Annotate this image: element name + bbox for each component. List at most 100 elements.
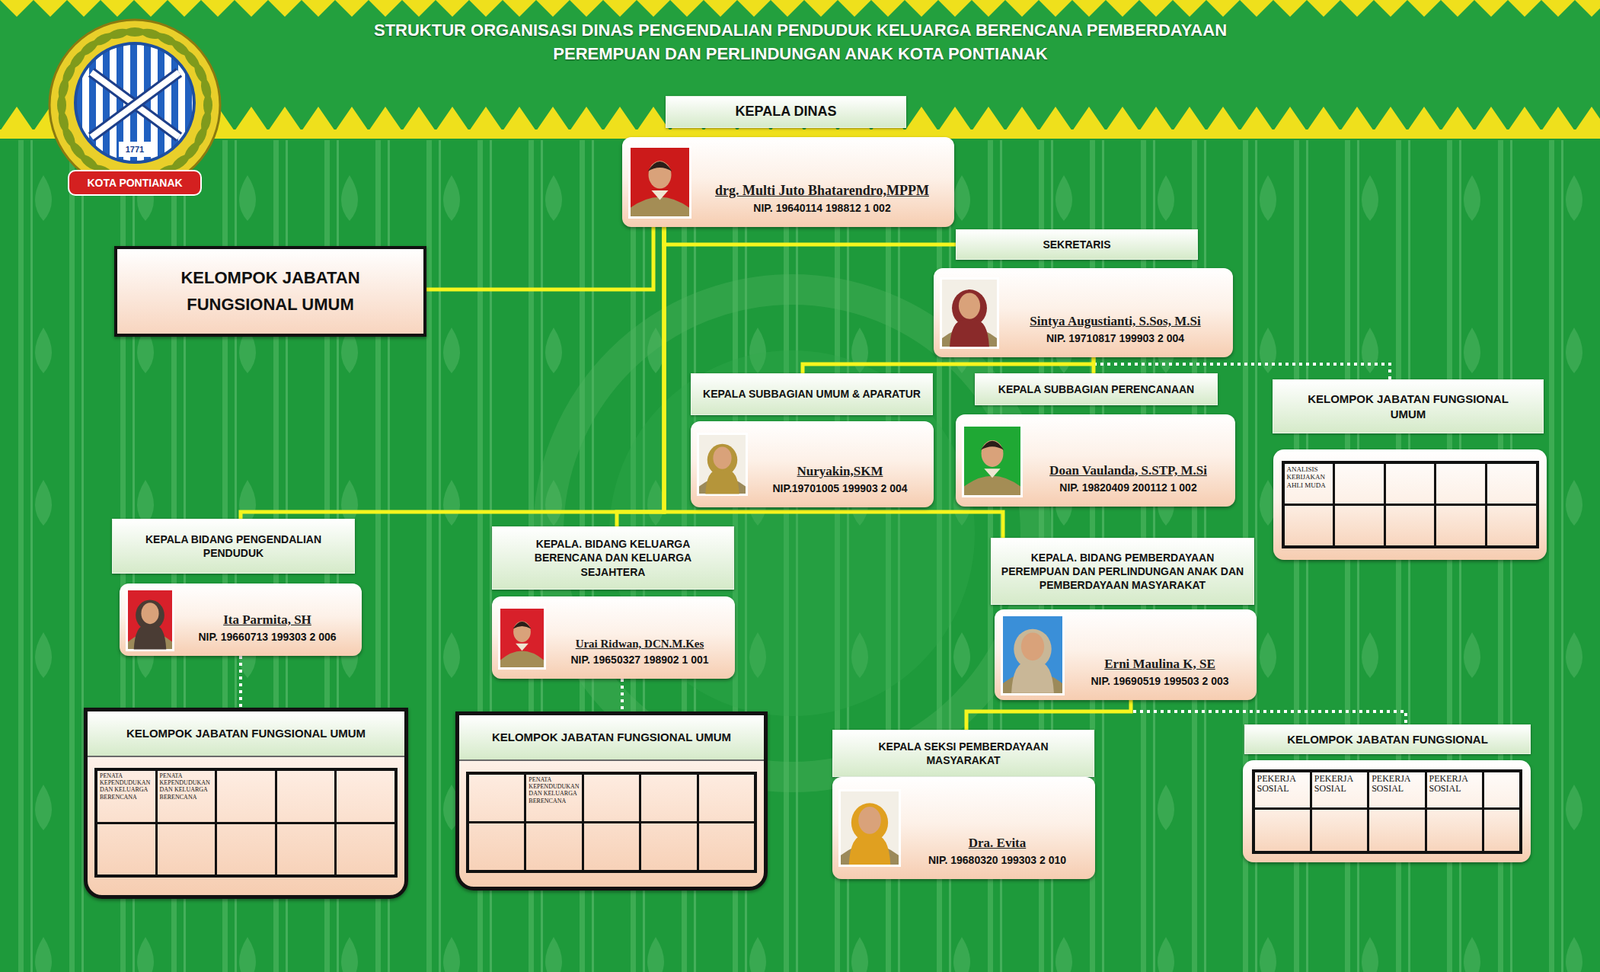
ornament	[239, 936, 256, 972]
portrait-photo	[125, 587, 175, 652]
official-card: Urai Ridwan, DCN.M.KesNIP. 19650327 1989…	[491, 596, 735, 679]
zigzag	[603, 106, 637, 131]
portrait-face	[858, 806, 882, 834]
position-title: KEPALA. BIDANG KELUARGA BERENCANA DAN KE…	[501, 536, 725, 579]
stripe	[438, 140, 441, 972]
official-nip: NIP.19701005 199903 2 004	[772, 482, 907, 496]
official-card: Erni Maulina K, SENIP. 19690519 199503 2…	[994, 609, 1257, 700]
zigzag	[904, 106, 939, 131]
zigzag	[703, 0, 738, 17]
table-cell	[1384, 504, 1436, 547]
zigzag	[971, 0, 1006, 17]
emblem-stripe	[102, 41, 110, 164]
portrait-face	[140, 602, 159, 624]
zigzag	[435, 0, 470, 17]
ornament	[1565, 632, 1583, 678]
ornament	[443, 936, 460, 972]
zigzag	[1306, 106, 1341, 131]
zigzag	[335, 106, 369, 131]
zigzag	[1239, 0, 1274, 17]
portrait-body	[500, 650, 544, 667]
table-cell	[1425, 808, 1483, 853]
emblem-paddle	[91, 72, 179, 138]
official-name: Urai Ridwan, DCN.M.Kes	[575, 636, 705, 651]
photo-background	[963, 424, 1022, 496]
table-cell	[335, 769, 397, 823]
function-title: PENATA KEPENDUDUKAN DAN KELUARGA BERENCA…	[528, 776, 579, 805]
connector-line	[664, 226, 956, 245]
portrait-hair	[980, 440, 1004, 450]
table-cell	[275, 822, 336, 876]
connector-line	[966, 699, 1131, 730]
group-title: KELOMPOK JABATAN FUNGSIONAL UMUM	[1288, 391, 1528, 422]
table-cell	[1435, 462, 1487, 505]
table-cell	[275, 769, 336, 823]
zigzag	[1340, 106, 1374, 131]
table-cell	[1485, 462, 1537, 505]
portrait-hijab-drape	[1011, 661, 1054, 693]
table-cell: PEKERJA SOSIAL	[1425, 770, 1483, 809]
official-card: Nuryakin,SKMNIP.19701005 199903 2 004	[690, 421, 934, 508]
ornament	[1361, 632, 1379, 678]
position-box: KEPALA SUBBAGIAN UMUM & APARATUR Nuryakin…	[690, 373, 934, 508]
table-cell	[1310, 808, 1368, 853]
zigzag	[904, 0, 939, 17]
ornament	[1463, 936, 1481, 972]
zigzag	[1105, 106, 1140, 131]
zigzag	[368, 106, 403, 131]
photo-background	[698, 434, 748, 496]
zigzag	[167, 0, 202, 17]
photo-background	[941, 277, 999, 348]
portrait-face	[981, 439, 1004, 467]
table-cell	[216, 822, 277, 876]
table-cell	[697, 821, 756, 872]
ornament	[137, 936, 154, 972]
function-title: PENATA KEPENDUDUKAN DAN KELUARGA BERENCA…	[159, 772, 214, 801]
position-title-band: KEPALA DINAS	[665, 95, 907, 128]
ornament	[953, 936, 971, 972]
table-cell	[1253, 808, 1312, 853]
zigzag	[670, 0, 704, 17]
group-title-band: KELOMPOK JABATAN FUNGSIONAL UMUM	[459, 715, 764, 761]
table-cell: PENATA KEPENDUDUKAN DAN KELUARGA BERENCA…	[156, 769, 217, 823]
portrait-photo	[628, 145, 692, 219]
position-title-band: KEPALA BIDANG PENGENDALIAN PENDUDUK	[111, 518, 355, 574]
zigzag	[1474, 0, 1508, 17]
portrait-face	[958, 292, 981, 319]
zigzag	[569, 106, 604, 131]
photo-background	[1002, 615, 1064, 695]
group-title: KELOMPOK JABATAN FUNGSIONAL UMUM	[491, 729, 732, 745]
zigzag	[1273, 0, 1307, 17]
position-title-band: KEPALA. BIDANG KELUARGA BERENCANA DAN KE…	[491, 526, 735, 590]
zigzag	[0, 0, 34, 17]
zigzag	[301, 0, 336, 17]
dotted-connector	[239, 655, 243, 708]
ornament	[647, 936, 665, 972]
table-cell	[1334, 462, 1386, 505]
stripe	[69, 140, 75, 972]
table-row	[1283, 504, 1538, 547]
group-title: KELOMPOK JABATAN FUNGSIONAL UMUM	[147, 265, 393, 317]
official-name: drg. Multi Juto Bhatarendro,MPPM	[715, 182, 930, 200]
position-table: ANALISIS KEBIJAKAN AHLI MUDA	[1281, 460, 1540, 549]
emblem-ribbon	[68, 170, 202, 195]
ornament	[545, 936, 563, 972]
portrait-face	[648, 160, 672, 189]
ornament	[443, 327, 460, 374]
portrait-hijab-drape	[849, 834, 892, 865]
portrait-body	[964, 475, 1021, 495]
group-card: PEKERJA SOSIALPEKERJA SOSIALPEKERJA SOSI…	[1242, 760, 1531, 863]
zigzag	[1306, 0, 1341, 17]
zigzag	[134, 0, 168, 17]
position-title-band: KEPALA SUBBAGIAN UMUM & APARATUR	[690, 373, 933, 416]
zigzag	[100, 0, 135, 17]
table-cell	[467, 821, 526, 872]
table-row: ANALISIS KEBIJAKAN AHLI MUDA	[1283, 462, 1538, 505]
connector-line	[802, 357, 1094, 374]
position-title-band: SEKRETARIS	[955, 229, 1198, 260]
group-title-band: KELOMPOK JABATAN FUNGSIONAL UMUM	[87, 711, 405, 757]
table-cell	[95, 822, 157, 876]
table-cell	[467, 772, 526, 822]
